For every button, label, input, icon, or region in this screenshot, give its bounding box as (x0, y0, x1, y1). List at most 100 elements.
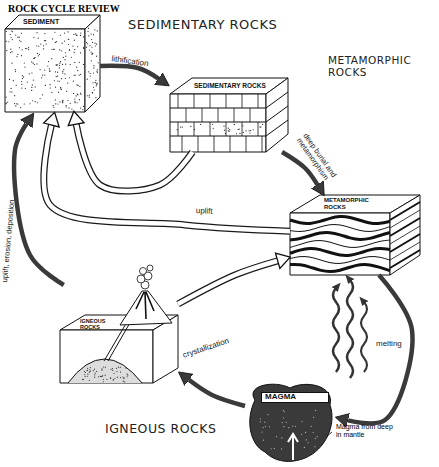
stipple-dot (13, 80, 14, 81)
brick-tick (210, 94, 211, 108)
stipple-dot (93, 67, 94, 68)
stipple-dot (89, 95, 90, 96)
stipple-dot (21, 88, 22, 89)
strata-line (170, 92, 288, 108)
stipple-dot (33, 37, 34, 38)
stipple-dot (87, 95, 88, 96)
stipple-dot (243, 132, 244, 133)
stipple-dot (9, 91, 10, 92)
stipple-dot (301, 434, 302, 435)
stipple-dot (15, 71, 16, 72)
edge-label: deep burial and metamorphism (294, 132, 345, 196)
stipple-dot (84, 374, 85, 375)
stipple-dot (62, 100, 63, 101)
stipple-dot (286, 422, 287, 423)
stipple-dot (269, 426, 270, 427)
stipple-dot (82, 109, 83, 110)
smoke-puff (147, 265, 153, 271)
node-outline (170, 78, 288, 152)
alternate-path-arrow (178, 261, 278, 304)
stipple-dot (93, 65, 94, 66)
stipple-dot (32, 100, 33, 101)
stipple-dot (16, 85, 17, 86)
stipple-dot (114, 378, 115, 379)
sediment-stipple (86, 28, 99, 99)
stipple-dot (177, 129, 178, 130)
stipple-dot (100, 376, 101, 377)
stipple-dot (53, 105, 54, 106)
stipple-dot (73, 75, 74, 76)
foliation-band (290, 225, 390, 232)
brick-tick (226, 122, 227, 136)
stipple-dot (93, 370, 94, 371)
stipple-dot (72, 45, 73, 46)
heat-squiggle (333, 288, 339, 372)
stipple-dot (229, 129, 230, 130)
stipple-dot (234, 124, 235, 125)
foliation-band (390, 218, 420, 236)
stipple-dot (92, 53, 93, 54)
stipple-dot (15, 105, 16, 106)
stipple-dot (54, 49, 55, 50)
stipple-dot (239, 129, 240, 130)
stipple-dot (51, 49, 52, 50)
stipple-dot (61, 50, 62, 51)
brick-tick (186, 108, 187, 122)
stipple-dot (87, 376, 88, 377)
stipple-dot (49, 68, 50, 69)
stipple-dot (102, 375, 103, 376)
stipple-dot (71, 57, 72, 58)
strata-line (170, 120, 288, 136)
stipple-dot (74, 49, 75, 50)
stipple-dot (110, 377, 111, 378)
stipple-dot (284, 411, 285, 412)
stipple-dot (73, 93, 74, 94)
heat-squiggle (347, 280, 353, 378)
stipple-dot (262, 124, 263, 125)
stipple-dot (34, 57, 35, 58)
stipple-dot (182, 126, 183, 127)
foliation-band (290, 232, 390, 239)
stipple-dot (276, 436, 277, 437)
lava-flow (136, 292, 154, 319)
strata-stipple (177, 124, 263, 135)
stipple-dot (92, 92, 93, 93)
stipple-dot (101, 368, 102, 369)
stipple-dot (45, 85, 46, 86)
stipple-dot (68, 39, 69, 40)
stipple-dot (52, 38, 53, 39)
stipple-dot (42, 75, 43, 76)
block-front-face (290, 213, 390, 275)
stipple-dot (88, 71, 89, 72)
stipple-dot (67, 100, 68, 101)
stipple-dot (62, 64, 63, 65)
stipple-dot (12, 39, 13, 40)
stipple-dot (55, 103, 56, 104)
magma-art (250, 384, 332, 461)
brick-tick (230, 136, 231, 152)
stipple-dot (59, 67, 60, 68)
stipple-dot (80, 94, 81, 95)
region-heading: SEDIMENTARY ROCKS (128, 18, 308, 32)
stipple-dot (15, 35, 16, 36)
stipple-dot (24, 103, 25, 104)
stipple-dot (112, 370, 113, 371)
stipple-dot (59, 63, 60, 64)
edge-label: uplift, erosion, deposition (1, 199, 16, 282)
stipple-dot (83, 48, 84, 49)
stipple-dot (190, 126, 191, 127)
stipple-dot (249, 130, 250, 131)
stipple-dot (79, 99, 80, 100)
block-side-face (153, 315, 178, 383)
stipple-dot (307, 442, 308, 443)
foliation-band (390, 202, 420, 220)
stipple-dot (36, 63, 37, 64)
block-label: SEDIMENTARY ROCKS (194, 82, 284, 89)
stipple-dot (27, 81, 28, 82)
arrow-body (348, 275, 412, 423)
stipple-dot (91, 39, 92, 40)
stipple-dot (37, 53, 38, 54)
stipple-dot (66, 106, 67, 107)
stipple-dot (228, 128, 229, 129)
stipple-dot (24, 62, 25, 63)
